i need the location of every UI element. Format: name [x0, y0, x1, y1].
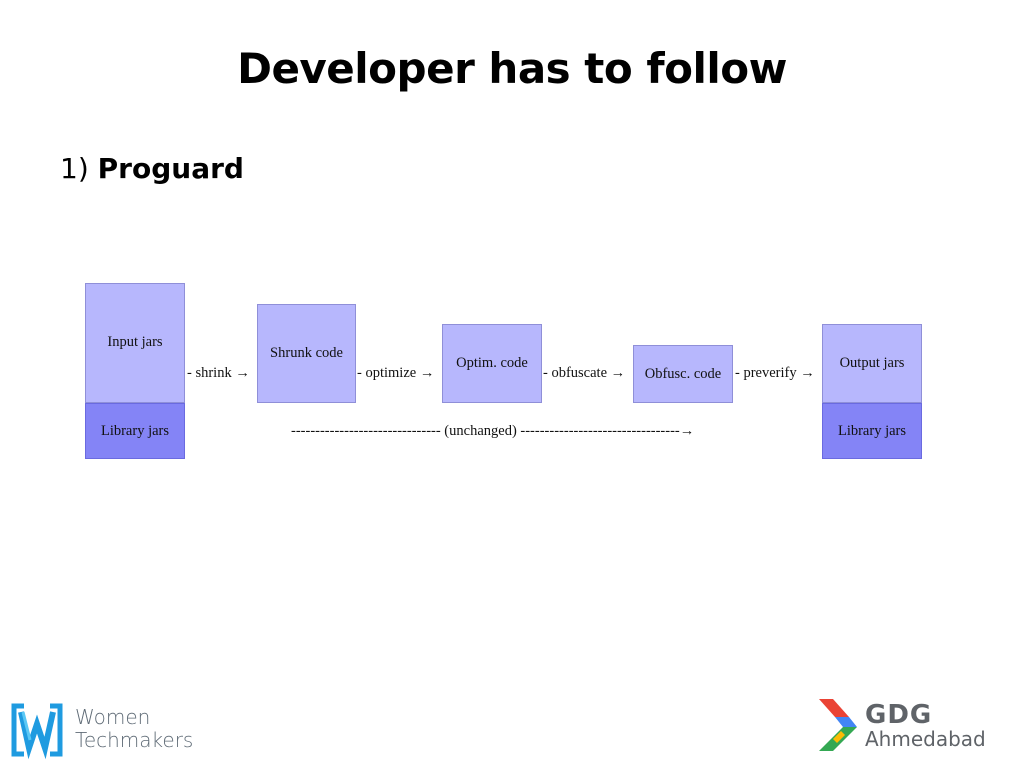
gdg-city: Ahmedabad — [865, 727, 986, 751]
obfusc-code-box: Obfusc. code — [633, 345, 733, 403]
shrunk-code-box: Shrunk code — [257, 304, 356, 403]
library-jars-left-box: Library jars — [85, 403, 185, 459]
edge-preverify: - preverify → — [735, 365, 815, 381]
output-jars-box: Output jars — [822, 324, 922, 403]
optim-code-box: Optim. code — [442, 324, 542, 403]
edge-unchanged: ------------------------------- (unchang… — [291, 423, 695, 439]
bullet-item: 1) Proguard — [60, 152, 244, 185]
edge-obfuscate: - obfuscate → — [543, 365, 626, 381]
women-techmakers-logo-icon — [11, 703, 63, 760]
slide-title: Developer has to follow — [237, 44, 787, 93]
bullet-text: Proguard — [97, 152, 244, 185]
wtm-line1: Women — [75, 705, 151, 729]
gdg-chevron-icon — [819, 699, 857, 751]
input-jars-box: Input jars — [85, 283, 185, 403]
edge-shrink: - shrink → — [187, 365, 250, 381]
gdg-title: GDG — [865, 700, 933, 730]
edge-optimize: - optimize → — [357, 365, 435, 381]
bullet-number: 1) — [60, 152, 89, 185]
women-techmakers-text: Women Techmakers — [75, 706, 193, 752]
wtm-line2: Techmakers — [75, 728, 194, 752]
library-jars-right-box: Library jars — [822, 403, 922, 459]
